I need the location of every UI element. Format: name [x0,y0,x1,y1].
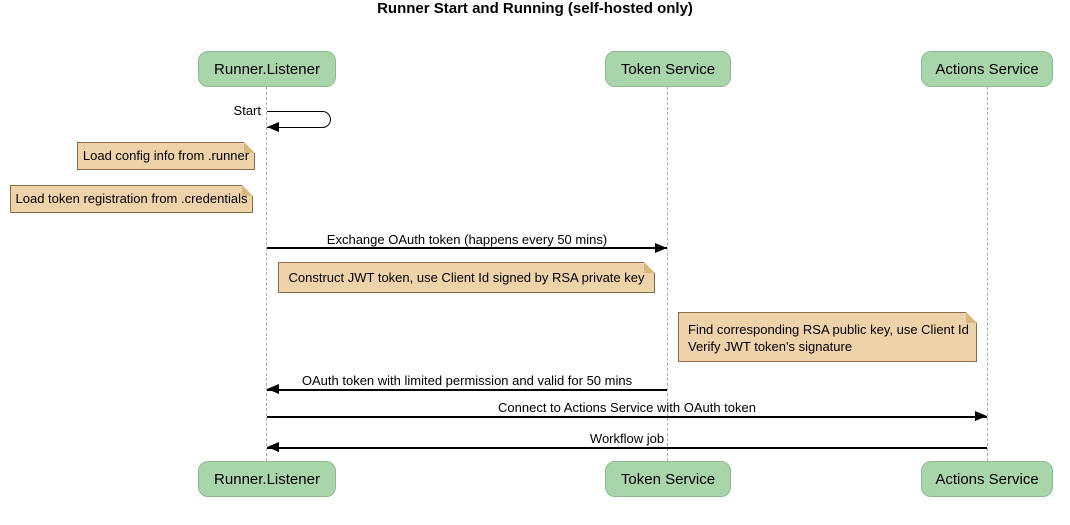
message-exchange-oauth-label: Exchange OAuth token (happens every 50 m… [326,232,608,247]
lifeline-actions-service [987,87,988,461]
participant-runner-listener-bottom: Runner.Listener [198,461,336,497]
participant-label: Actions Service [935,60,1039,78]
lifeline-runner-listener [266,87,267,461]
note-load-token-registration: Load token registration from .credential… [10,185,253,213]
message-oauth-token-label: OAuth token with limited permission and … [301,373,633,388]
participant-label: Runner.Listener [214,470,320,488]
arrowhead-left-icon [267,442,279,452]
note-text: Load config info from .runner [82,148,250,163]
message-workflow-job-label: Workflow job [589,431,665,446]
message-connect-actions-label: Connect to Actions Service with OAuth to… [498,400,756,415]
message-line [267,416,987,418]
message-line [267,447,987,449]
diagram-title: Runner Start and Running (self-hosted on… [377,0,693,17]
participant-label: Runner.Listener [214,60,320,78]
note-text-line2: Verify JWT token's signature [688,339,853,354]
note-construct-jwt: Construct JWT token, use Client Id signe… [278,262,655,293]
participant-token-service-top: Token Service [605,51,731,87]
arrowhead-left-icon [267,122,279,132]
arrowhead-left-icon [267,384,279,394]
message-line [267,247,667,249]
self-message-loop-line [267,111,331,128]
note-text: Construct JWT token, use Client Id signe… [288,270,645,285]
arrowhead-right-icon [655,243,667,253]
participant-token-service-bottom: Token Service [605,461,731,497]
lifeline-token-service [667,87,668,461]
note-load-config: Load config info from .runner [77,142,255,170]
participant-runner-listener-top: Runner.Listener [198,51,336,87]
participant-actions-service-bottom: Actions Service [921,461,1053,497]
arrowhead-right-icon [975,411,987,421]
note-text: Load token registration from .credential… [15,191,248,206]
participant-actions-service-top: Actions Service [921,51,1053,87]
self-message-start-label: Start [233,103,261,118]
participant-label: Token Service [620,470,716,488]
note-verify-jwt: Find corresponding RSA public key, use C… [678,312,977,362]
note-text-line1: Find corresponding RSA public key, use C… [688,322,969,337]
participant-label: Actions Service [935,470,1039,488]
participant-label: Token Service [620,60,716,78]
message-line [267,389,667,391]
